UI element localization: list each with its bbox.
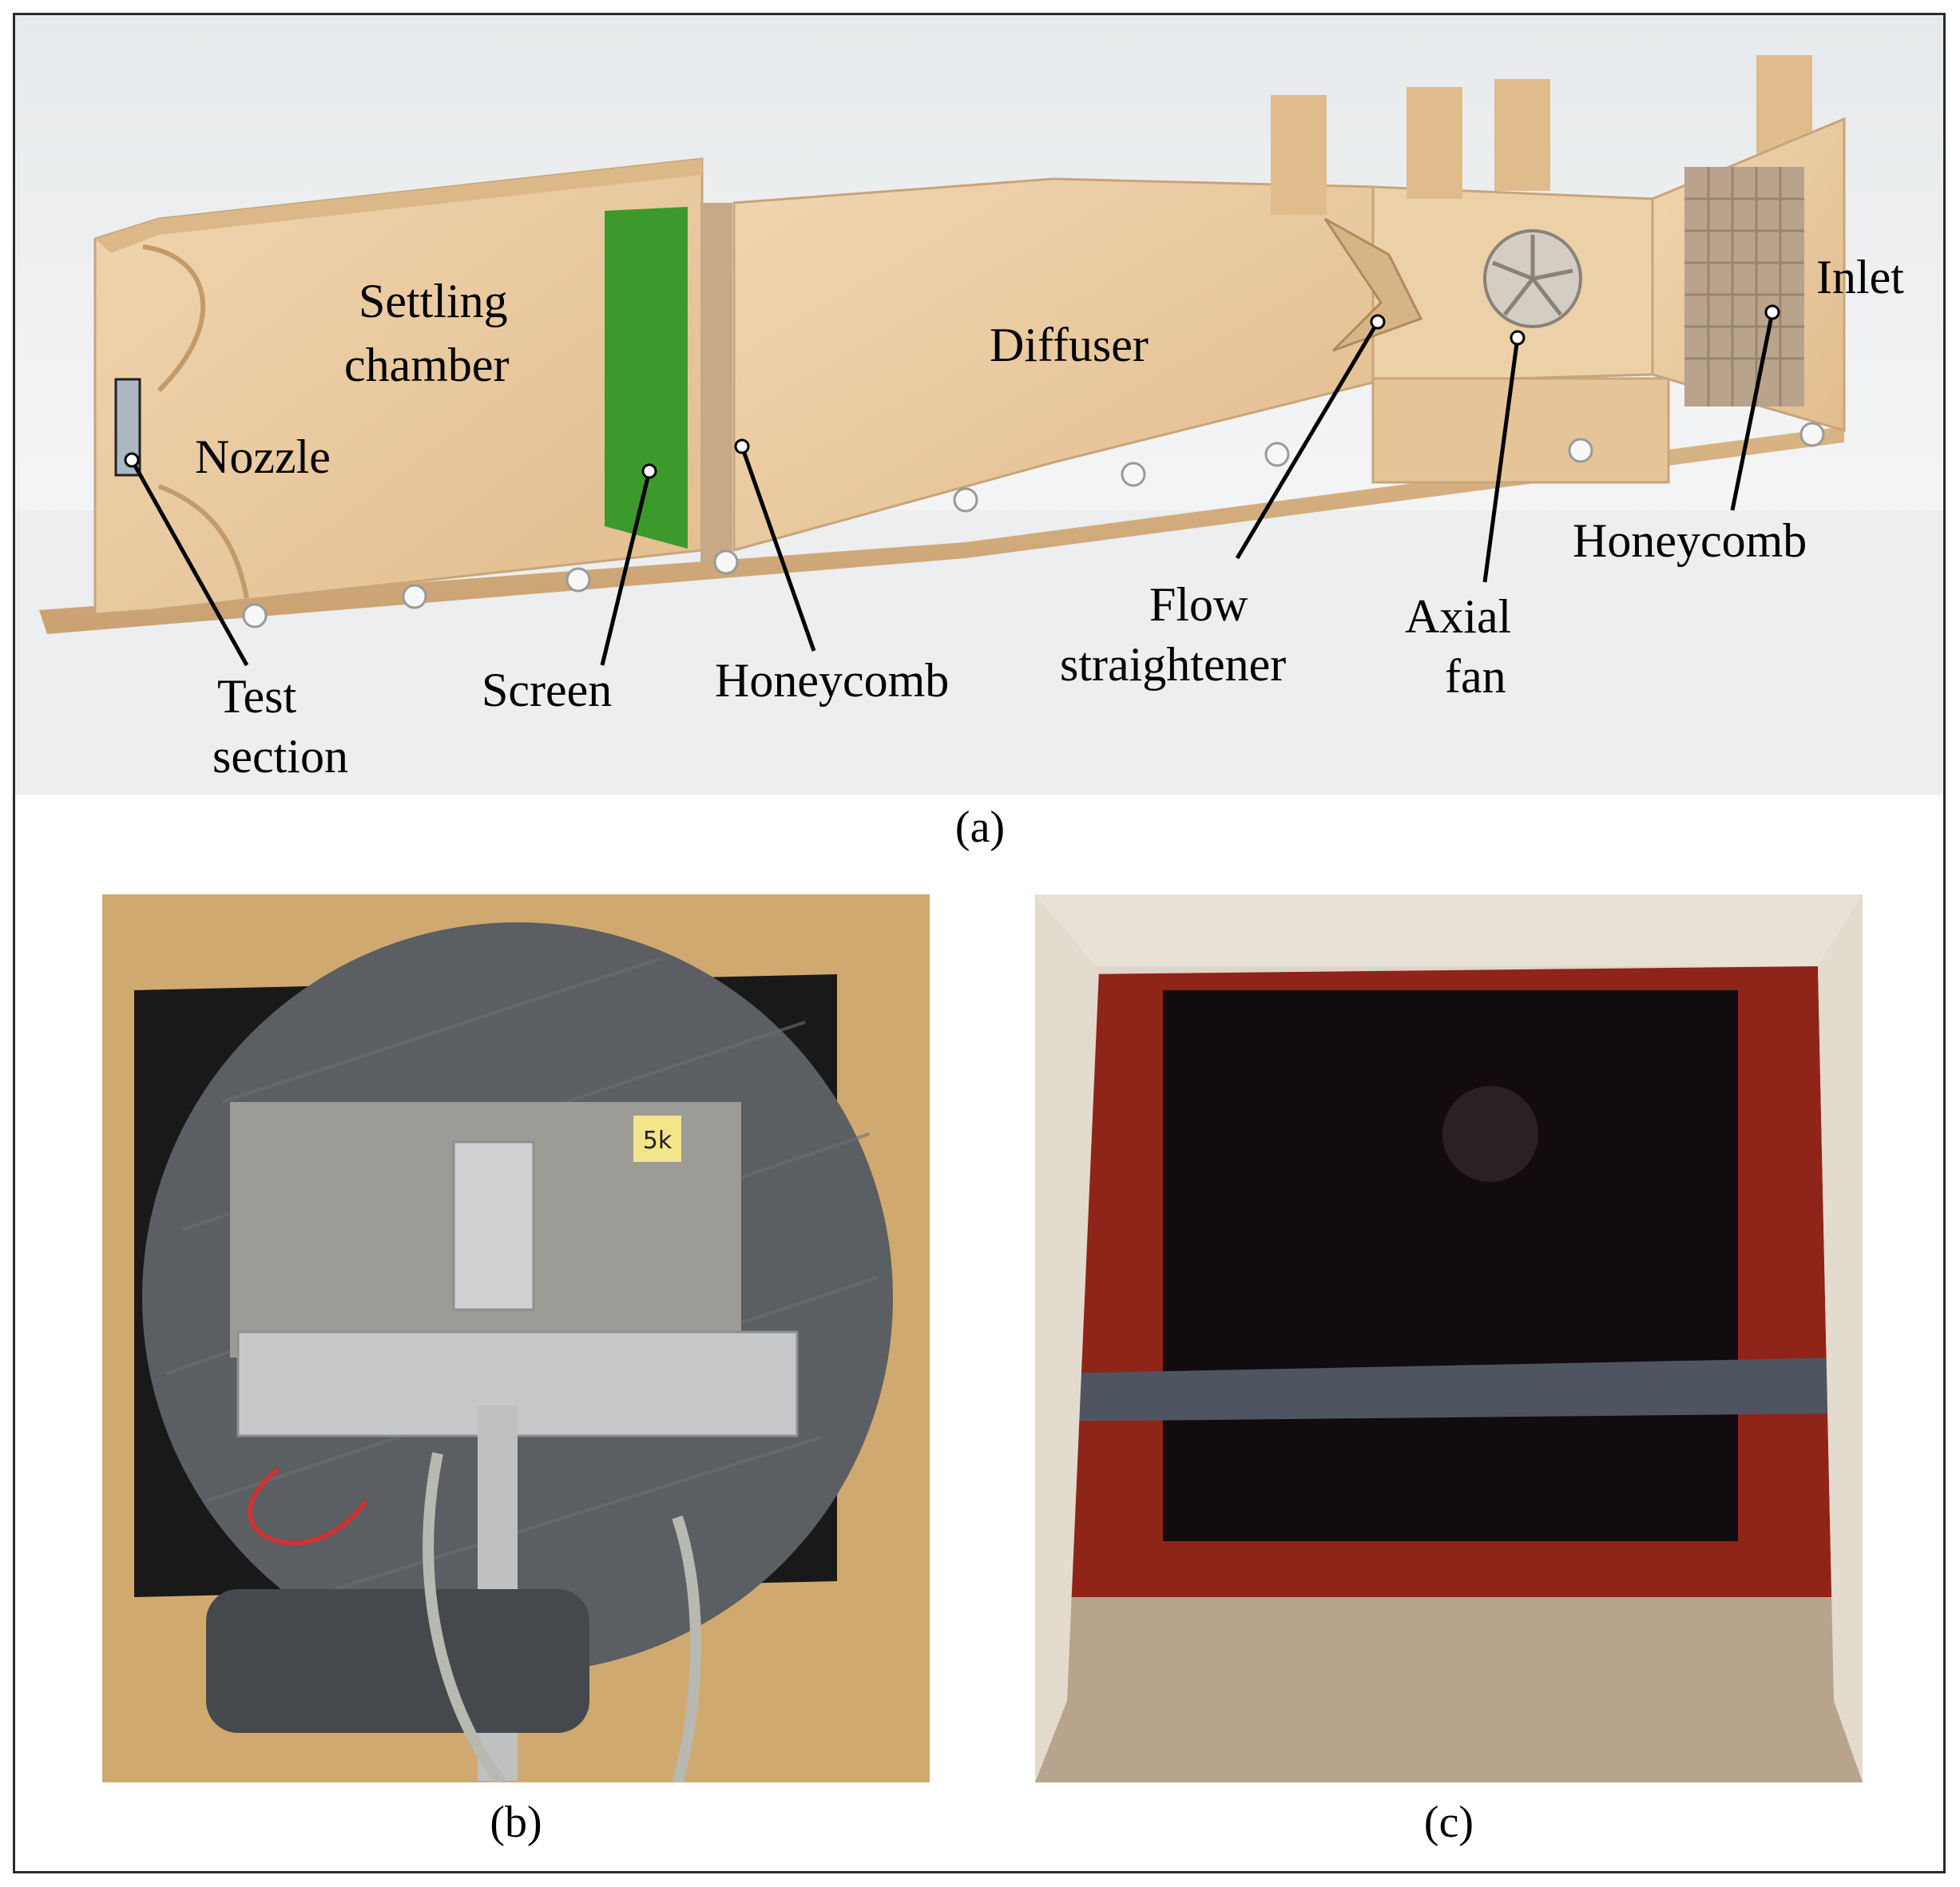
dark-interior: [1163, 990, 1738, 1541]
label-diffuser: Diffuser: [990, 319, 1149, 371]
honeycomb-right-grid: [1684, 167, 1804, 406]
left-wall: [1035, 894, 1099, 1782]
label-honeycomb-right: Honeycomb: [1573, 514, 1807, 567]
label-honeycomb-left: Honeycomb: [715, 654, 950, 707]
label-settling-line1: Settling: [359, 275, 508, 327]
label-flow-line2: straightener: [1060, 638, 1287, 691]
screw-drive: [206, 1589, 589, 1733]
caption-b: (b): [490, 1798, 542, 1847]
test-section-illustration: [1035, 894, 1863, 1782]
sticker: [633, 1116, 681, 1162]
nozzle-contour-top: [142, 244, 206, 393]
sting-holder: [452, 1140, 535, 1311]
caption-c: (c): [1423, 1798, 1474, 1847]
wing-model: [1051, 1358, 1842, 1421]
label-fan-line2: fan: [1445, 650, 1506, 703]
balance-illustration: 5k: [102, 894, 930, 1782]
honeycomb-right-block: [1684, 167, 1804, 406]
label-settling-line2: chamber: [344, 339, 510, 391]
flow-straightener-vanes: [1323, 217, 1423, 352]
label-test-section-line2: section: [212, 730, 348, 783]
label-fan-line1: Axial: [1405, 590, 1512, 643]
caption-a: (a): [954, 803, 1006, 852]
cable-right: [672, 1515, 702, 1782]
fan-silhouette: [1442, 1086, 1538, 1182]
board-1: [1271, 95, 1327, 215]
lower-compartments: [1371, 377, 1670, 484]
leader-lines: [129, 311, 1775, 667]
axial-fan-blades: [1492, 235, 1573, 316]
base-plank: [39, 426, 1844, 634]
honeycomb-left-block: [700, 203, 732, 562]
screen-green: [605, 207, 688, 549]
sticker-text: 5k: [643, 1127, 673, 1155]
label-inlet: Inlet: [1816, 251, 1904, 303]
floor: [1035, 1597, 1863, 1782]
leader-endpoints: [124, 304, 1780, 479]
board-3: [1494, 79, 1550, 191]
panel-b-balance-photo: 5k: [102, 894, 930, 1782]
wind-tunnel-cutaway: [15, 55, 1943, 795]
panel-a-wind-tunnel-render: Test section Nozzle Settling chamber Scr…: [15, 15, 1943, 795]
cable-left: [423, 1452, 506, 1782]
right-wall: [1818, 894, 1863, 1782]
label-test-section-line1: Test: [217, 670, 297, 723]
panel-c-test-section-photo: [1035, 894, 1863, 1782]
board-2: [1407, 87, 1462, 199]
label-screen: Screen: [482, 664, 613, 716]
wire-red: [248, 1467, 368, 1546]
casters: [242, 422, 1825, 628]
top-panel: [1035, 894, 1863, 966]
label-flow-line1: Flow: [1149, 578, 1248, 631]
label-nozzle: Nozzle: [195, 430, 331, 483]
nozzle-contour-bottom: [157, 484, 249, 599]
top-rim: [95, 159, 702, 253]
